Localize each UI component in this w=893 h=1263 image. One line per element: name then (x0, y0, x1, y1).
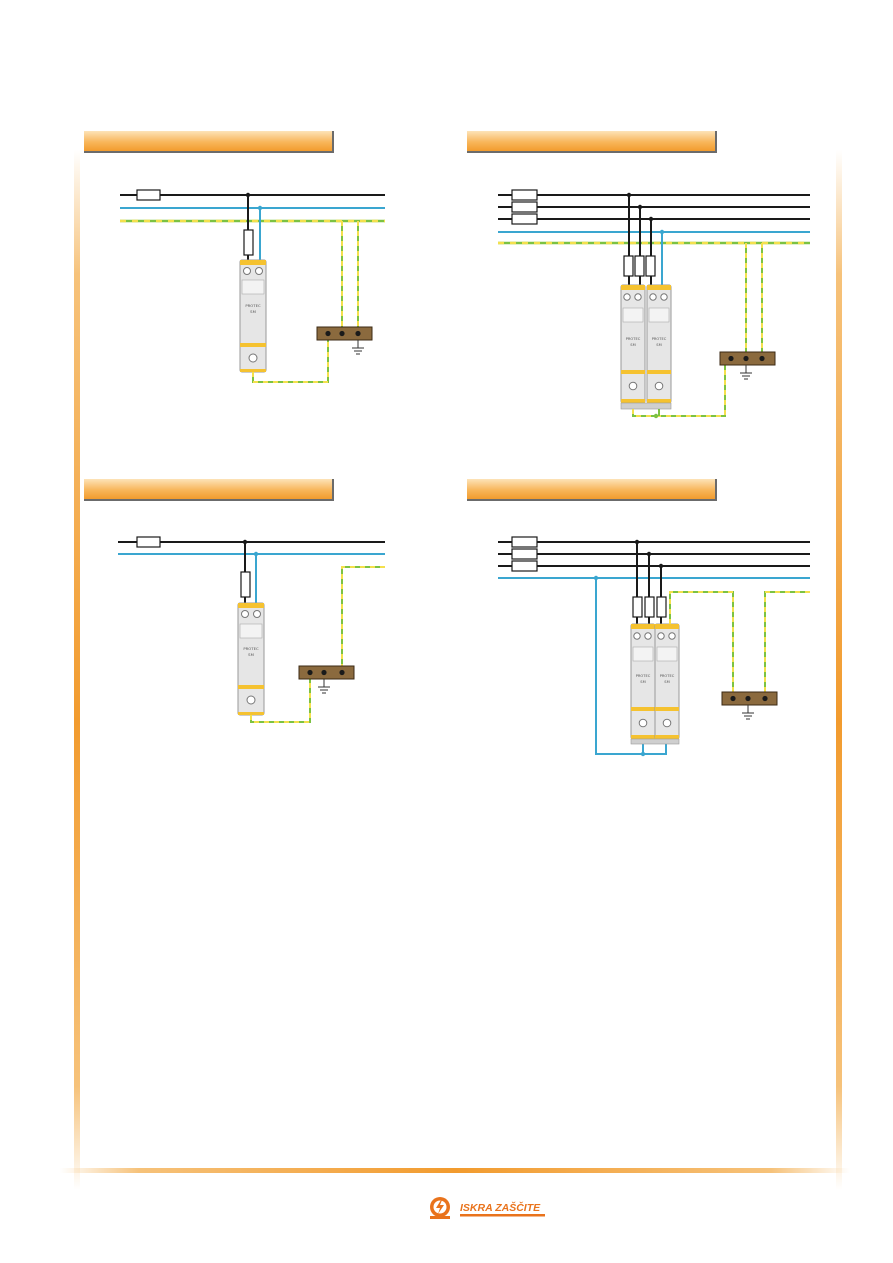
svg-text:SM: SM (630, 343, 635, 347)
surge-arrester-module-right: PROTEC SM (654, 623, 680, 740)
wiring-diagram-4: PROTEC SM PROTEC SM (498, 536, 810, 757)
page-frame-right (836, 150, 842, 1190)
svg-text:PROTEC: PROTEC (636, 674, 651, 678)
earth-busbar (719, 351, 776, 366)
logo-text: ISKRA ZAŠČITE (460, 1201, 541, 1214)
ground-symbol-icon (318, 679, 330, 694)
wiring-diagram-3: PROTEC SM (118, 536, 385, 723)
page-frame-left (74, 150, 80, 1190)
ground-symbol-icon (740, 365, 752, 380)
diagram-title-bar-1 (84, 131, 334, 153)
wiring-diagram-1: PROTEC SM (120, 189, 385, 383)
wiring-diagram-2: PROTEC SM PROTEC SM (498, 189, 810, 419)
svg-text:SM: SM (640, 680, 645, 684)
svg-text:PROTEC: PROTEC (245, 303, 261, 308)
diagram-title-bar-2 (467, 131, 717, 153)
spd-fuse (243, 229, 254, 256)
page-frame-bottom (60, 1168, 850, 1173)
svg-text:PROTEC: PROTEC (626, 337, 641, 341)
earth-busbar (298, 665, 355, 680)
svg-text:SM: SM (248, 652, 254, 657)
company-logo: ISKRA ZAŠČITE (430, 1197, 545, 1219)
surge-arrester-module: PROTEC SM (237, 602, 265, 716)
lightning-bolt-icon (430, 1197, 450, 1219)
ground-symbol-icon (742, 705, 754, 720)
svg-text:SM: SM (656, 343, 661, 347)
surge-arrester-module-right: PROTEC SM (646, 284, 672, 404)
svg-text:PROTEC: PROTEC (243, 646, 259, 651)
line-fuse (136, 189, 161, 201)
surge-arrester-module-left: PROTEC SM (620, 284, 646, 404)
earth-busbar (721, 691, 778, 706)
svg-text:SM: SM (250, 309, 256, 314)
svg-text:PROTEC: PROTEC (660, 674, 675, 678)
diagram-title-bar-4 (467, 479, 717, 501)
surge-arrester-module: PROTEC SM (239, 259, 267, 373)
diagram-title-bar-3 (84, 479, 334, 501)
ground-symbol-icon (352, 340, 364, 355)
svg-text:SM: SM (664, 680, 669, 684)
earth-busbar (316, 326, 373, 341)
svg-text:PROTEC: PROTEC (652, 337, 667, 341)
surge-arrester-module-left: PROTEC SM (630, 623, 656, 740)
